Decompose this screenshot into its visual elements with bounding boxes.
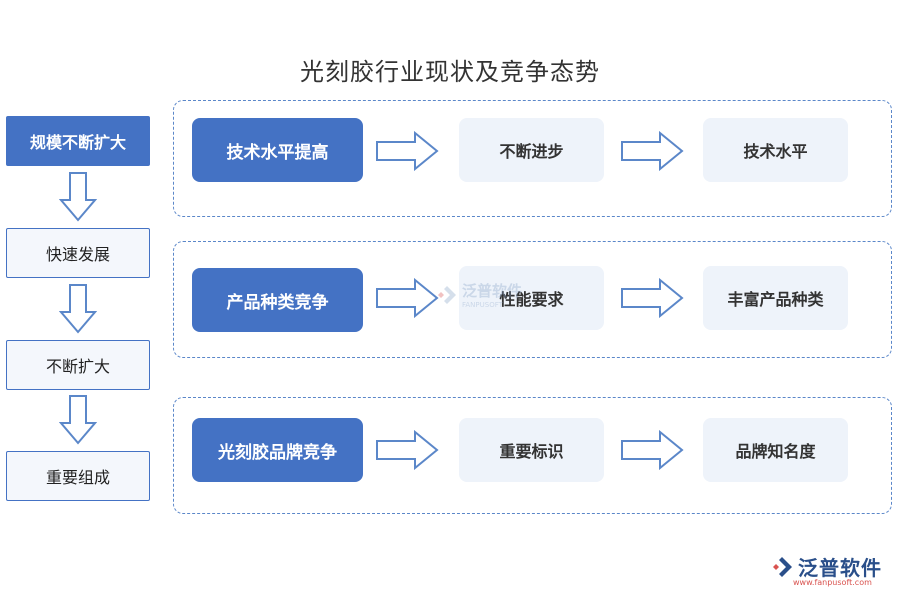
left-box-important-part: 重要组成 xyxy=(6,451,150,501)
row-frame-product xyxy=(173,241,892,358)
left-box-expanding: 不断扩大 xyxy=(6,340,150,390)
row-frame-tech xyxy=(173,100,892,217)
step-box-product-variety: 丰富产品种类 xyxy=(703,266,848,330)
right-arrow-icon xyxy=(621,278,684,318)
step-box-identity: 重要标识 xyxy=(459,418,604,482)
main-box-tech-level: 技术水平提高 xyxy=(192,118,363,182)
left-box-scale: 规模不断扩大 xyxy=(6,116,150,166)
step-box-progress: 不断进步 xyxy=(459,118,604,182)
main-box-brand-competition: 光刻胶品牌竞争 xyxy=(192,418,363,482)
step-box-tech-level: 技术水平 xyxy=(703,118,848,182)
left-box-fast-growth: 快速发展 xyxy=(6,228,150,278)
main-box-product-competition: 产品种类竞争 xyxy=(192,268,363,332)
right-arrow-icon xyxy=(376,278,439,318)
logo-text: 泛普软件 xyxy=(798,556,882,580)
down-arrow-icon xyxy=(59,284,97,334)
step-box-performance: 性能要求 xyxy=(459,266,604,330)
step-box-brand-awareness: 品牌知名度 xyxy=(703,418,848,482)
right-arrow-icon xyxy=(621,131,684,171)
right-arrow-icon xyxy=(621,430,684,470)
diagram-title: 光刻胶行业现状及竞争态势 xyxy=(300,58,600,86)
fanpu-logo-icon xyxy=(773,556,792,577)
brand-logo: 泛普软件 xyxy=(770,552,882,581)
down-arrow-icon xyxy=(59,395,97,445)
row-frame-brand xyxy=(173,397,892,514)
down-arrow-icon xyxy=(59,172,97,222)
right-arrow-icon xyxy=(376,430,439,470)
logo-url: www.fanpusoft.com xyxy=(793,578,872,587)
right-arrow-icon xyxy=(376,131,439,171)
